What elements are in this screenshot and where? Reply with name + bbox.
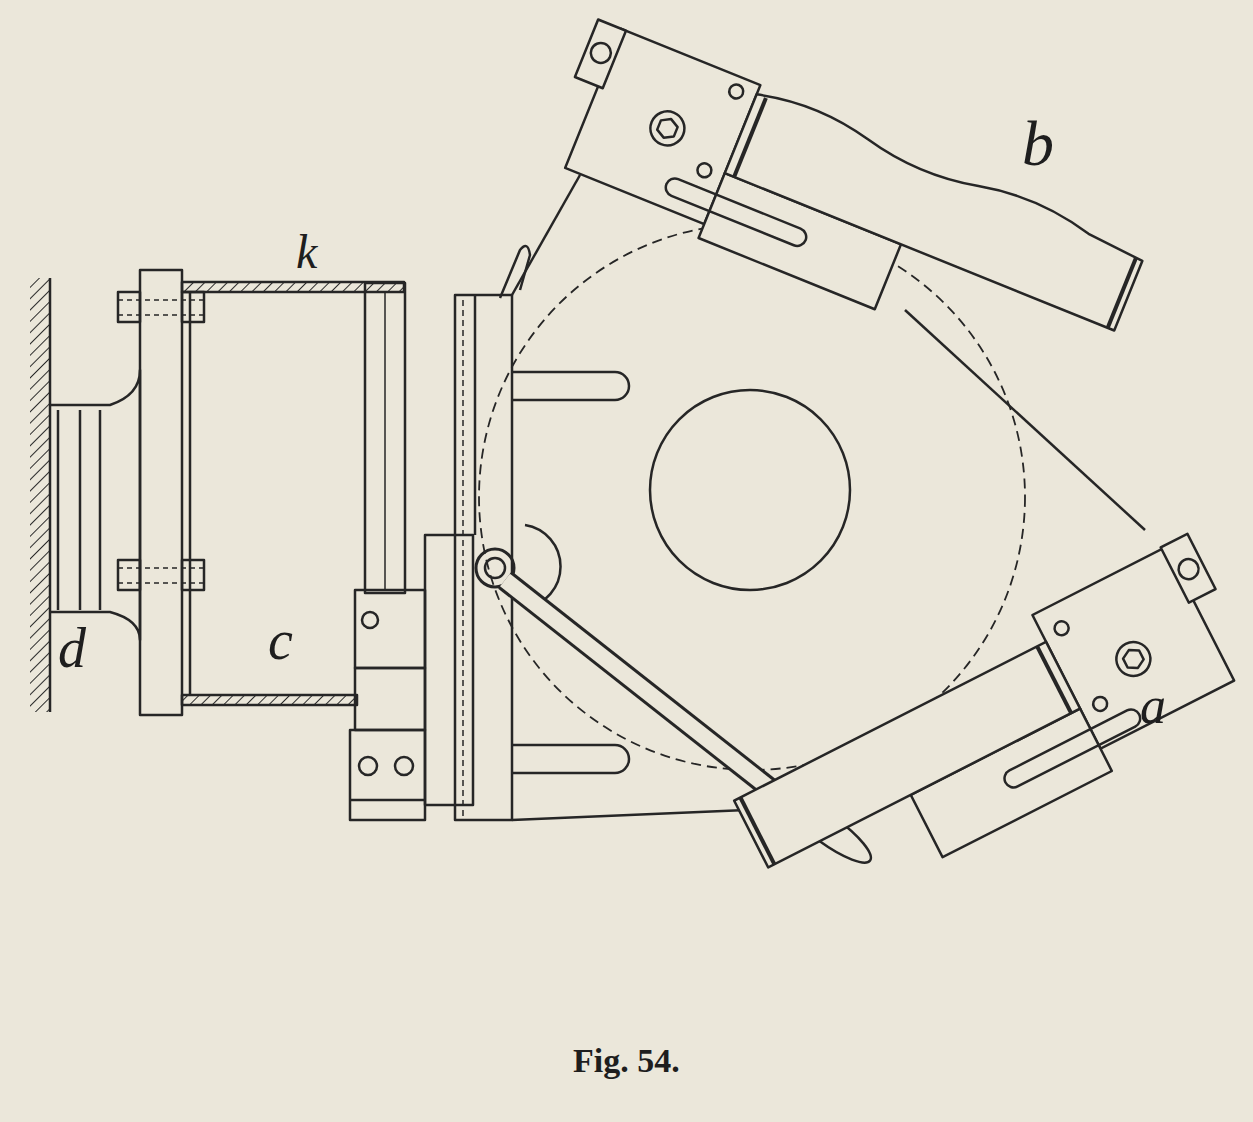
- part-letter: b: [1022, 112, 1054, 176]
- figure-caption: Fig. 54.: [573, 1042, 680, 1080]
- part-letter: c: [268, 612, 293, 668]
- part-letter: a: [1140, 680, 1166, 732]
- part-letter: k: [296, 228, 317, 276]
- part-letter: d: [58, 620, 86, 676]
- wall-hatch: [30, 278, 50, 712]
